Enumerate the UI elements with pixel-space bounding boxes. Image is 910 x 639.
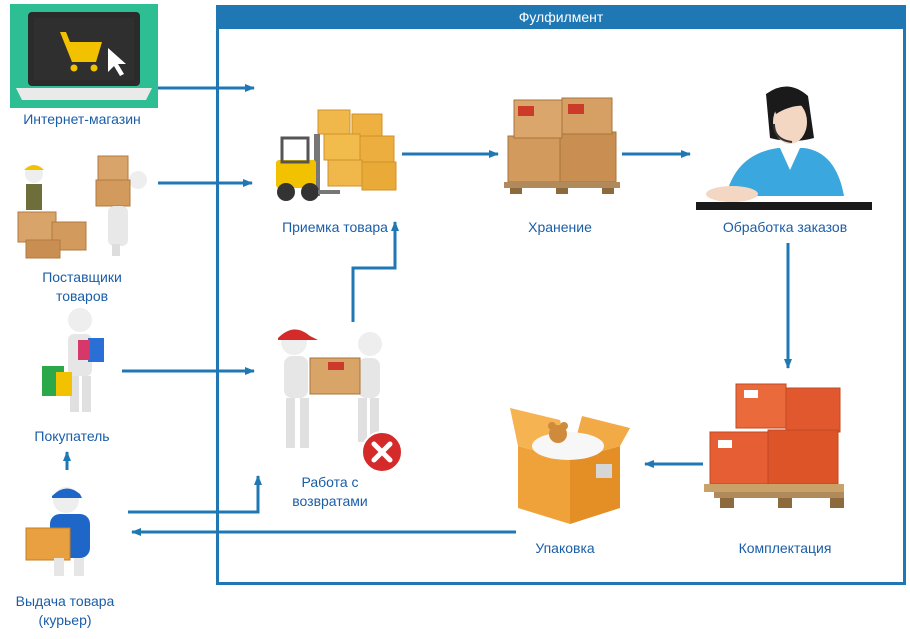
reject-icon — [361, 431, 403, 473]
returns-icon — [278, 329, 382, 448]
label-receiving: Приемка товара — [282, 219, 388, 235]
label-courier: Выдача товара (курьер) — [0, 592, 130, 630]
buyer-icon — [42, 308, 104, 412]
label-buyer: Покупатель — [34, 428, 110, 444]
label-internet-shop: Интернет-магазин — [23, 111, 141, 127]
label-returns: Работа с возвратами — [265, 473, 395, 511]
label-courier-line2: (курьер) — [38, 612, 92, 628]
open-box-icon — [510, 408, 630, 524]
laptop-cart-icon — [10, 4, 158, 108]
operator-icon — [696, 86, 872, 210]
label-order-processing: Обработка заказов — [722, 219, 848, 235]
label-picking: Комплектация — [738, 540, 832, 556]
label-courier-line1: Выдача товара — [15, 593, 115, 609]
label-suppliers: Поставщики товаров — [2, 268, 162, 306]
label-suppliers-line1: Поставщики — [42, 269, 122, 285]
suppliers-icon — [17, 155, 147, 259]
label-returns-line2: возвратами — [292, 493, 368, 509]
pallet-boxes-icon — [504, 97, 620, 194]
arrow-returns-receiving — [351, 221, 399, 322]
label-returns-line1: Работа с — [301, 474, 359, 490]
courier-icon — [25, 487, 90, 576]
red-crates-icon — [704, 383, 844, 508]
label-packing: Упаковка — [535, 540, 595, 556]
arrow-courier-returns — [128, 475, 262, 514]
forklift-icon — [276, 109, 397, 201]
fulfillment-title: Фулфилмент — [216, 5, 906, 29]
label-suppliers-line2: товаров — [55, 288, 109, 304]
label-storage: Хранение — [528, 219, 592, 235]
